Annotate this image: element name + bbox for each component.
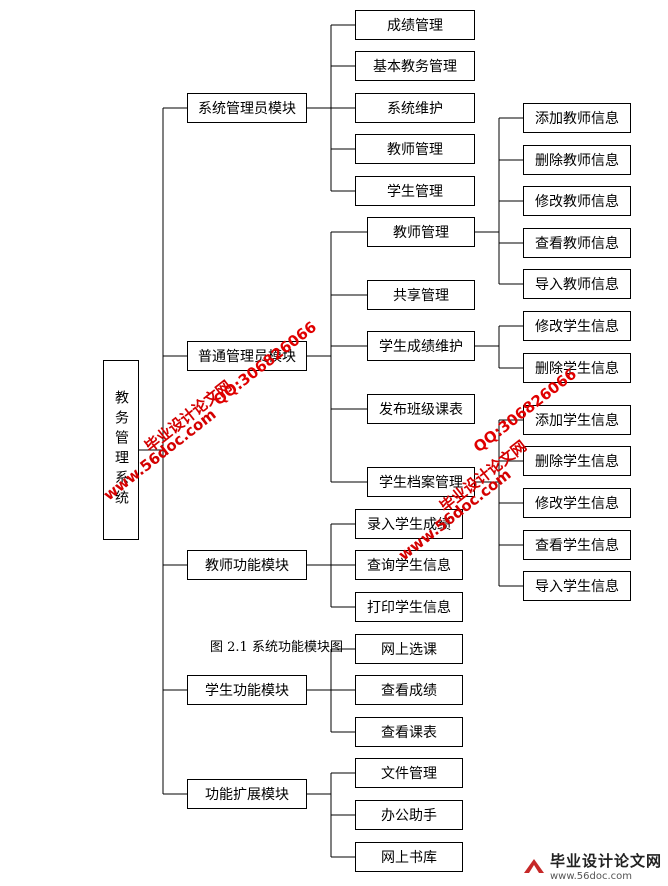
node-query-students: 查询学生信息	[355, 550, 463, 580]
module-student: 学生功能模块	[187, 675, 307, 705]
module-general-admin: 普通管理员模块	[187, 341, 307, 371]
node-view-student: 查看学生信息	[523, 530, 631, 560]
node-view-timetable: 查看课表	[355, 717, 463, 747]
node-office-assistant: 办公助手	[355, 800, 463, 830]
node-online-library: 网上书库	[355, 842, 463, 872]
node-enter-scores: 录入学生成绩	[355, 509, 463, 539]
site-logo: 毕业设计论文网 www.56doc.com	[522, 850, 662, 882]
node-basic-affairs: 基本教务管理	[355, 51, 475, 81]
node-teacher-management-b: 教师管理	[367, 217, 475, 247]
module-extension: 功能扩展模块	[187, 779, 307, 809]
node-file-management: 文件管理	[355, 758, 463, 788]
node-score-maintenance: 学生成绩维护	[367, 331, 475, 361]
node-delete-student-a: 删除学生信息	[523, 353, 631, 383]
node-view-teacher: 查看教师信息	[523, 228, 631, 258]
node-student-records: 学生档案管理	[367, 467, 475, 497]
node-print-students: 打印学生信息	[355, 592, 463, 622]
node-delete-student-b: 删除学生信息	[523, 446, 631, 476]
node-edit-teacher: 修改教师信息	[523, 186, 631, 216]
node-edit-student-a: 修改学生信息	[523, 311, 631, 341]
node-import-teacher: 导入教师信息	[523, 269, 631, 299]
node-student-management: 学生管理	[355, 176, 475, 206]
node-add-teacher: 添加教师信息	[523, 103, 631, 133]
node-score-management: 成绩管理	[355, 10, 475, 40]
logo-mark-icon	[523, 859, 544, 873]
root-node: 教务管理系统	[103, 360, 139, 540]
module-teacher: 教师功能模块	[187, 550, 307, 580]
node-share-management: 共享管理	[367, 280, 475, 310]
logo-url: www.56doc.com	[549, 871, 633, 882]
node-delete-teacher: 删除教师信息	[523, 145, 631, 175]
node-publish-schedule: 发布班级课表	[367, 394, 475, 424]
logo-name: 毕业设计论文网	[549, 852, 662, 870]
node-import-student: 导入学生信息	[523, 571, 631, 601]
module-sysadmin: 系统管理员模块	[187, 93, 307, 123]
node-course-selection: 网上选课	[355, 634, 463, 664]
node-view-scores: 查看成绩	[355, 675, 463, 705]
figure-caption: 图 2.1 系统功能模块图	[210, 640, 343, 655]
node-add-student: 添加学生信息	[523, 405, 631, 435]
node-system-maintenance: 系统维护	[355, 93, 475, 123]
node-edit-student-b: 修改学生信息	[523, 488, 631, 518]
node-teacher-management-a: 教师管理	[355, 134, 475, 164]
